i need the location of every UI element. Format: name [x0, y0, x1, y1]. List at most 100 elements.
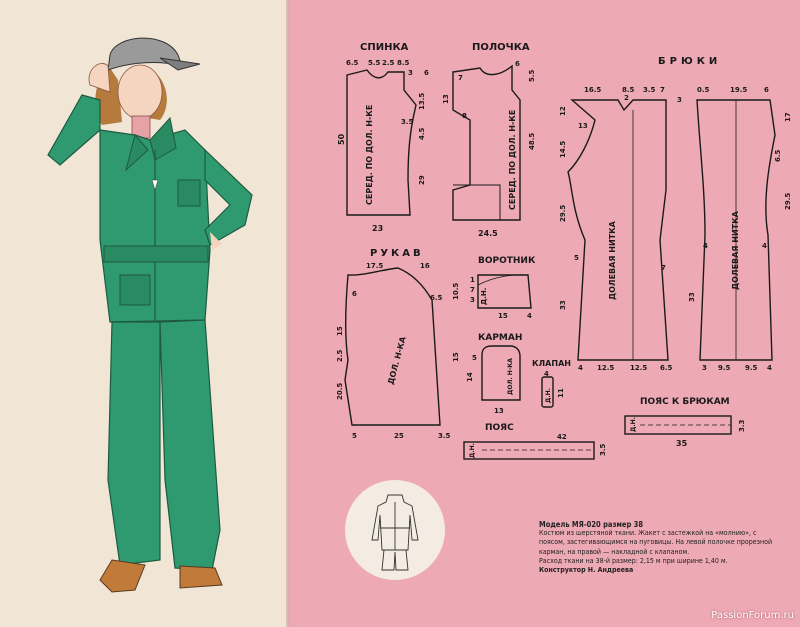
spinka-dim-7: 13.5 — [418, 93, 426, 110]
poyas-dim-1: 42 — [557, 433, 567, 441]
bryuki-title: БРЮКИ — [658, 56, 721, 67]
rukav-dim-4: 6.5 — [430, 294, 443, 302]
karman-title: КАРМАН — [478, 333, 522, 343]
spinka-dim-2: 5.5 — [368, 59, 381, 67]
polochka-dim-3: 8 — [462, 112, 467, 120]
bryuki-dim-r4: 17 — [784, 112, 792, 122]
vorotnik-title: ВОРОТНИК — [478, 256, 536, 266]
bryuki-dim-l2: 8.5 — [622, 86, 635, 94]
spinka-grain: СЕРЕД. ПО ДОЛ. Н-КЕ — [365, 105, 374, 205]
bryuki-grain-right: ДОЛЕВАЯ НИТКА — [731, 210, 740, 290]
technical-sketch — [345, 480, 445, 580]
spinka-dim-11: 50 — [337, 133, 346, 145]
rukav-dim-12: 3.5 — [438, 432, 451, 440]
bryuki-dim-r12: 9.5 — [745, 364, 758, 372]
bryuki-dim-r3: 6 — [764, 86, 769, 94]
vorotnik-dim-3: 3 — [470, 296, 475, 304]
bryuki-dim-l3: 3.5 — [643, 86, 656, 94]
vorotnik-dim-2: 7 — [470, 286, 475, 294]
polochka-dim-1: 6 — [515, 60, 520, 68]
poyas-bryuki-grain: Д.Н. — [630, 417, 637, 432]
vorotnik-dim-1: 1 — [470, 276, 475, 284]
poyas-bryuki-dim-1: 35 — [676, 439, 688, 448]
rukav-dim-11: 25 — [394, 432, 404, 440]
spinka-dim-12: 23 — [372, 224, 383, 233]
pattern-klapan — [541, 376, 554, 408]
rukav-dim-5: 10.5 — [452, 283, 460, 300]
rukav-dim-9: 20.5 — [336, 383, 344, 400]
polochka-dim-6: 48.5 — [528, 133, 536, 150]
spinka-dim-8: 3.5 — [401, 118, 414, 126]
bryuki-dim-l8: 13 — [578, 122, 588, 130]
bryuki-dim-r2: 19.5 — [730, 86, 747, 94]
pattern-poyas-bryuki — [624, 415, 732, 435]
spinka-dim-9: 4.5 — [418, 127, 426, 140]
karman-dim-2: 14 — [466, 372, 474, 382]
poyas-bryuki-title: ПОЯС К БРЮКАМ — [640, 397, 730, 407]
rukav-dim-1: 17.5 — [366, 262, 383, 270]
polochka-title: ПОЛОЧКА — [472, 42, 530, 53]
rukav-dim-2: 16 — [420, 262, 430, 270]
bryuki-dim-r10: 3 — [702, 364, 707, 372]
klapan-grain: Д.Н. — [545, 388, 552, 403]
vorotnik-dim-4: 15 — [498, 312, 508, 320]
polochka-dim-5: 5.5 — [528, 69, 536, 82]
polochka-dim-2: 7 — [458, 74, 463, 82]
bryuki-dim-l1: 16.5 — [584, 86, 601, 94]
bryuki-dim-r7: 4 — [703, 242, 708, 250]
pattern-rukav — [344, 267, 441, 426]
vorotnik-dim-5: 4 — [527, 312, 532, 320]
bryuki-dim-l9: 14.5 — [559, 141, 567, 158]
spinka-title: СПИНКА — [360, 42, 409, 53]
bryuki-dim-r1: 0.5 — [697, 86, 710, 94]
rukav-dim-8: 15 — [452, 352, 460, 362]
poyas-dim-2: 3.5 — [599, 443, 607, 456]
watermark: PassionForum.ru — [711, 610, 794, 621]
karman-dim-3: 13 — [494, 407, 504, 415]
spinka-dim-3: 2.5 — [382, 59, 395, 67]
page-fold — [286, 0, 290, 627]
poyas-title: ПОЯС — [485, 423, 514, 433]
karman-dim-1: 5 — [472, 354, 477, 362]
bryuki-dim-l17: 6.5 — [660, 364, 673, 372]
polochka-dim-4: 13 — [442, 94, 450, 104]
pattern-bryuki — [567, 99, 776, 361]
poyas-grain: Д.Н. — [469, 443, 476, 458]
pattern-poyas — [463, 441, 595, 460]
bryuki-dim-r13: 4 — [767, 364, 772, 372]
spinka-dim-4: 8.5 — [397, 59, 410, 67]
rukav-dim-6: 15 — [336, 326, 344, 336]
bryuki-dim-r11: 9.5 — [718, 364, 731, 372]
klapan-dim-1: 4 — [544, 370, 549, 378]
caption-fabric: Расход ткани на 38-й размер: 2,15 м при … — [539, 556, 728, 565]
caption-title: Модель МЯ-020 размер 38 — [539, 520, 644, 529]
rukav-dim-10: 5 — [352, 432, 357, 440]
bryuki-dim-l5: 3 — [677, 96, 682, 104]
bryuki-dim-r8: 4 — [762, 242, 767, 250]
klapan-title: КЛАПАН — [532, 359, 571, 368]
spinka-dim-1: 6.5 — [346, 59, 359, 67]
bryuki-dim-l10: 29.5 — [559, 205, 567, 222]
bryuki-dim-r5: 6.5 — [774, 149, 782, 162]
bryuki-dim-l14: 4 — [578, 364, 583, 372]
spinka-dim-6: 6 — [424, 69, 429, 77]
bryuki-dim-l12: 7 — [661, 264, 666, 272]
model-caption: Модель МЯ-020 размер 38 Костюм из шерстя… — [539, 520, 784, 575]
pattern-spinka — [346, 69, 417, 216]
polochka-dim-7: 24.5 — [478, 229, 498, 238]
bryuki-dim-l7: 12 — [559, 106, 567, 116]
karman-grain: ДОЛ. Н-КА — [507, 358, 514, 395]
pattern-vorotnik — [477, 274, 532, 309]
rukav-dim-7: 2.5 — [336, 349, 344, 362]
bryuki-dim-l11: 5 — [574, 254, 579, 262]
vorotnik-grain: Д.Н. — [480, 288, 488, 305]
spinka-dim-5: 3 — [408, 69, 413, 77]
caption-credit: Конструктор Н. Андреева — [539, 566, 634, 575]
poyas-bryuki-dim-2: 3.3 — [738, 419, 746, 432]
rukav-title: РУКАВ — [370, 248, 424, 259]
rukav-grain: ДОЛ. Н-КА — [386, 335, 408, 386]
bryuki-dim-l6: 2 — [624, 94, 629, 102]
klapan-dim-2: 11 — [557, 388, 565, 398]
pattern-polochka — [452, 64, 521, 221]
bryuki-dim-r6: 29.5 — [784, 193, 792, 210]
